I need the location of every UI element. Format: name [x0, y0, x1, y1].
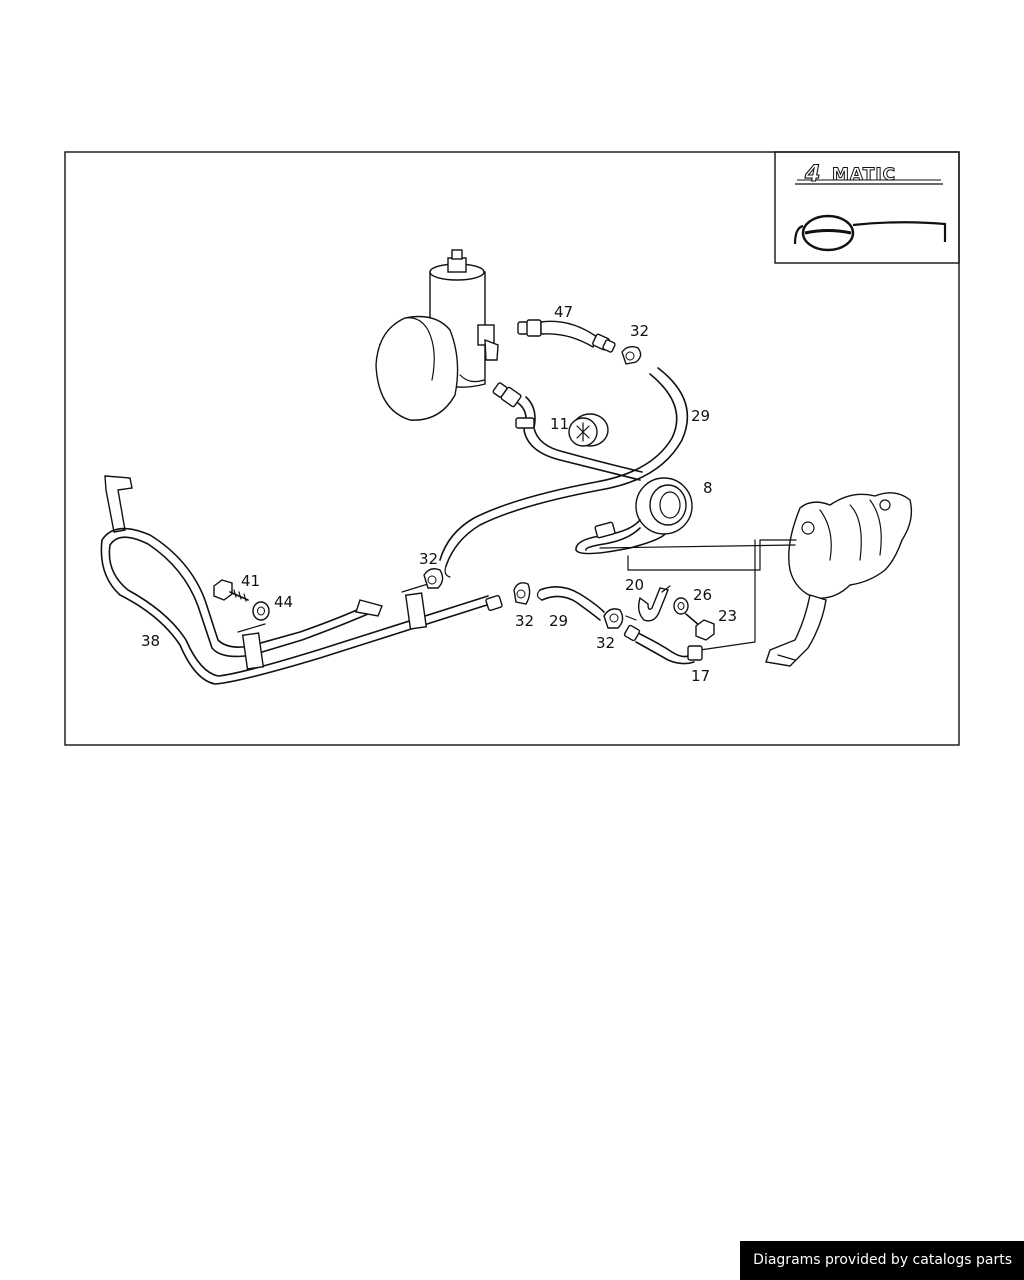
- callout-8: 8: [703, 479, 713, 497]
- bolt-41: [213, 579, 249, 602]
- washer-26: [673, 597, 689, 615]
- callout-29-lower: 29: [549, 612, 568, 630]
- callout-41: 41: [241, 572, 260, 590]
- bolt-23: [685, 613, 715, 641]
- callout-26: 26: [693, 586, 712, 604]
- logo-number: 4: [804, 162, 820, 187]
- clamp-20: [625, 585, 671, 622]
- hose-29-lower: [513, 582, 624, 629]
- washer-44: [252, 601, 270, 621]
- callout-labels: 47 32 29 11 8 32 41 44 38 20 26 23 32 29…: [141, 303, 737, 685]
- hose-clamp-32-top: [621, 345, 642, 365]
- callout-17: 17: [691, 667, 710, 685]
- oil-cooler-coil-8: [575, 477, 693, 555]
- logo-text: MATIC: [832, 165, 896, 185]
- cooler-tube-38: [100, 475, 503, 685]
- leader-lines: [599, 539, 797, 651]
- callout-32-top: 32: [630, 322, 649, 340]
- callout-29-top: 29: [691, 407, 710, 425]
- callout-32-lower-left: 32: [515, 612, 534, 630]
- steering-gear-box: [765, 492, 913, 667]
- return-hose-29: [439, 367, 689, 578]
- spacer-11: [568, 413, 609, 447]
- callout-32-mid: 32: [419, 550, 438, 568]
- steering-wheel-icon: [793, 214, 947, 252]
- pressure-hose: [492, 382, 643, 481]
- callout-11: 11: [550, 415, 569, 433]
- callout-38: 38: [141, 632, 160, 650]
- hose-clamp-32-mid: [423, 568, 444, 589]
- diagram-frame: [64, 151, 960, 746]
- footer-credit-badge: Diagrams provided by catalogs parts: [740, 1241, 1024, 1280]
- callout-44: 44: [274, 593, 293, 611]
- inset-panel: 4 MATIC: [774, 151, 960, 264]
- callout-47: 47: [554, 303, 573, 321]
- power-steering-pump: [375, 249, 499, 421]
- hose-47: [517, 319, 616, 353]
- callout-20: 20: [625, 576, 644, 594]
- callout-32-lower-right: 32: [596, 634, 615, 652]
- 4matic-logo: 4 MATIC: [795, 161, 943, 188]
- callout-23: 23: [718, 607, 737, 625]
- line-17: [623, 624, 703, 665]
